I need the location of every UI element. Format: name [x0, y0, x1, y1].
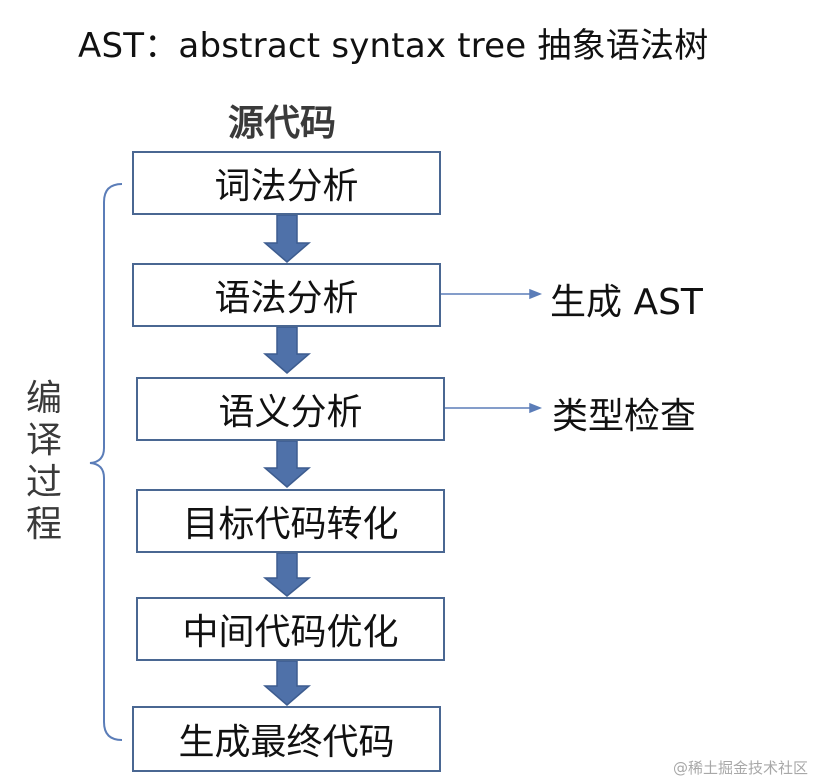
step-target-code-conversion: 目标代码转化	[136, 489, 445, 553]
step-generate-final-code: 生成最终代码	[132, 706, 441, 772]
flow-arrow-3	[262, 440, 312, 488]
step-semantic-analysis: 语义分析	[136, 377, 445, 441]
annotation-generate-ast: 生成 AST	[550, 282, 703, 323]
flow-arrow-4	[262, 552, 312, 597]
step-intermediate-code-optimization: 中间代码优化	[136, 597, 445, 661]
watermark: @稀土掘金技术社区	[672, 759, 808, 777]
source-code-label: 源代码	[228, 103, 337, 144]
flow-arrow-1	[262, 214, 312, 263]
annotation-arrow-type-head	[529, 402, 543, 414]
step-syntax-analysis: 语法分析	[132, 263, 441, 327]
flow-arrow-2	[262, 326, 312, 374]
compile-process-bracket	[89, 183, 123, 741]
diagram-title: AST：abstract syntax tree 抽象语法树	[78, 26, 709, 66]
compile-process-label: 编译过程	[25, 378, 62, 545]
annotation-arrow-ast-head	[529, 288, 543, 300]
annotation-type-check: 类型检查	[552, 396, 697, 437]
flow-arrow-5	[262, 660, 312, 706]
step-lexical-analysis: 词法分析	[132, 151, 441, 215]
